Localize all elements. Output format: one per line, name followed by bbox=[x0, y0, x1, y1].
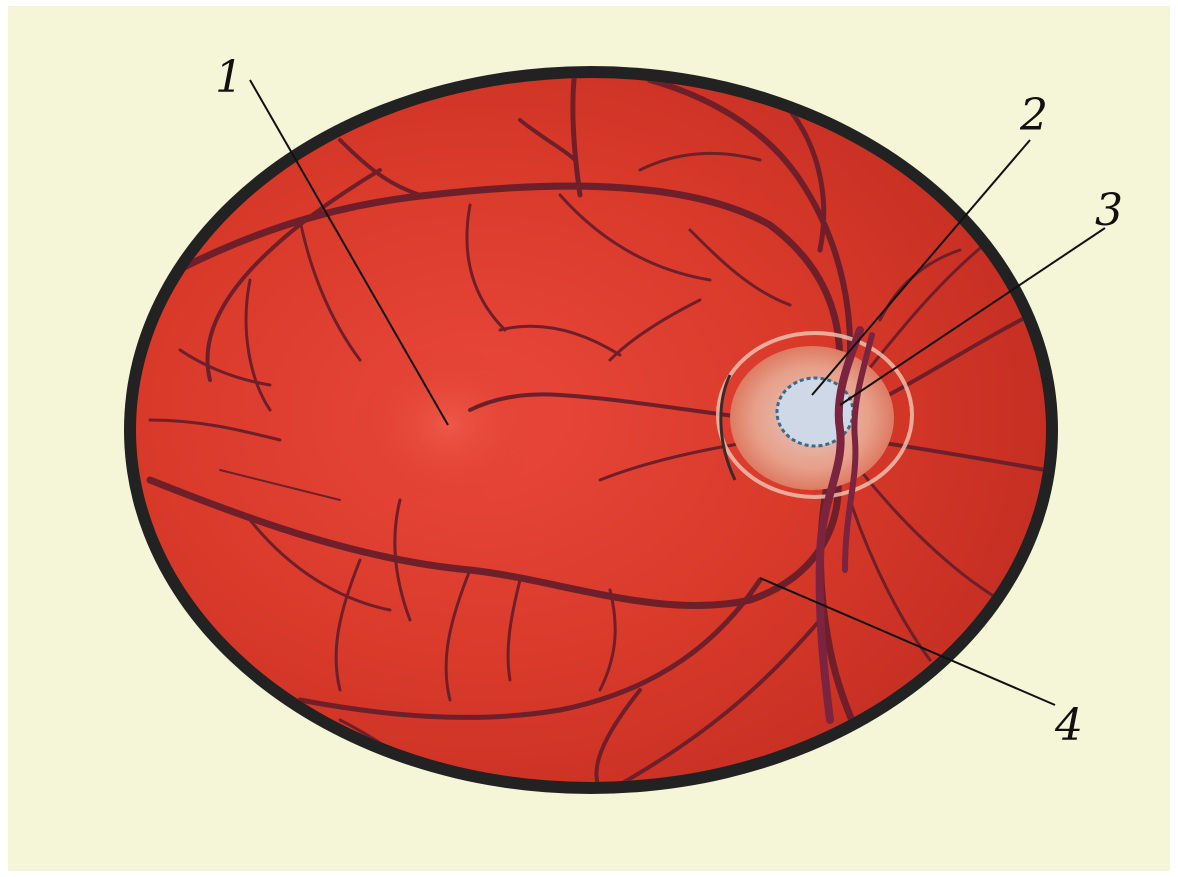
label-optic-cup: 3 bbox=[1095, 185, 1123, 236]
label-macula: 1 bbox=[215, 52, 243, 103]
label-optic-disc: 2 bbox=[1019, 90, 1048, 141]
optic-disc bbox=[718, 333, 912, 497]
label-retinal-vessel: 4 bbox=[1054, 700, 1083, 751]
